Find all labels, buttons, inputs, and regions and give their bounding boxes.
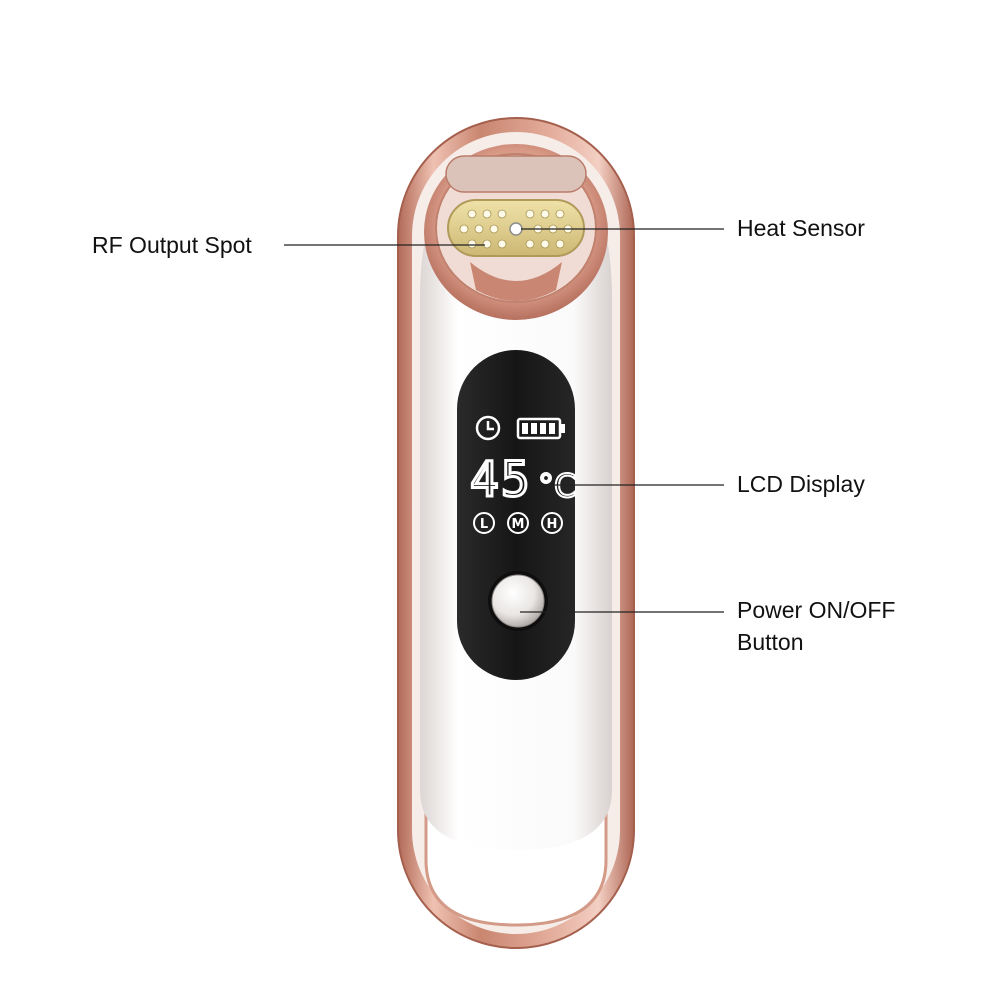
battery-bar [522,423,528,434]
level-medium: M [512,517,525,532]
rf-head [424,144,608,320]
callout-lines [284,228,724,613]
lcd-display-label: LCD Display [737,471,865,497]
rf-output-label: RF Output Spot [92,232,252,258]
level-high: H [547,517,558,532]
level-low: L [480,517,488,532]
level-indicators: L M H [473,512,563,534]
battery-icon [516,417,565,440]
heat-sensor-label: Heat Sensor [737,215,865,241]
temperature-unit: °C [538,467,576,505]
clock-icon [475,415,501,441]
battery-bar [531,423,537,434]
power-button[interactable] [488,571,548,631]
lcd-screen: 45 °C L M H [457,350,577,680]
power-button-label-line2: Button [737,629,804,655]
battery-bar [549,423,555,434]
heat-sensor-dot [509,222,523,236]
temperature-readout: 45 [470,452,532,508]
battery-bar [540,423,546,434]
power-button-label-line1: Power ON/OFF [737,597,896,623]
